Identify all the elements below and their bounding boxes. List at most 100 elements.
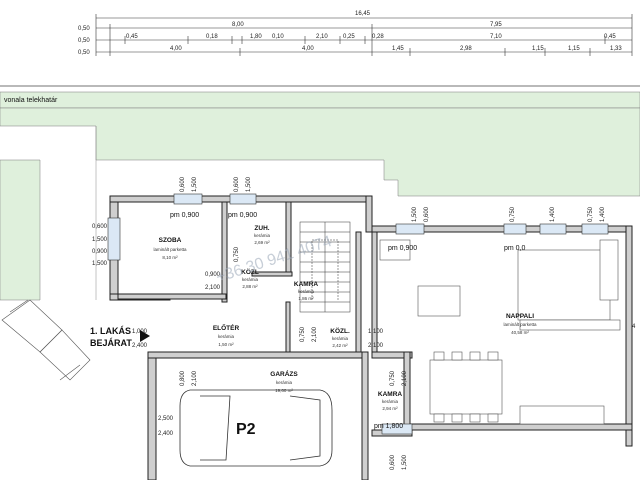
dim-r4-a: 0,50 [78,50,90,56]
w-szoba-a: 0,600 [180,176,186,192]
d-gar-a: 0,800 [180,370,186,386]
room-kozl1-area: 2,88 m² [242,284,258,289]
dimension-chains: 16,45 0,50 8,00 7,95 0,50 0,45 0,18 1,80… [78,11,633,56]
dim-r2-b: 8,00 [232,22,244,28]
dim-r4-g: 1,15 [568,46,580,52]
d-bottom-a: 0,600 [390,454,396,470]
d-kozl2-b: 2,100 [368,343,384,349]
d-gar-b: 2,100 [192,370,198,386]
w-zuh-b: 1,500 [246,176,252,192]
lawn-top [0,91,640,109]
dim-r3-b: 0,45 [126,34,138,40]
room-zuh-name: ZUH. [254,225,269,232]
lawn-main [0,107,640,197]
room-labels: SZOBA laminált parketta 8,10 m² ZUH. ker… [153,225,537,411]
w-zuh-a: 0,600 [234,176,240,192]
room-kozl1-floor: kerámia [242,277,259,282]
sill-labels: pm 0,900 pm 0,900 pm 0,900 pm 0,0 pm 1,8… [170,212,526,430]
boundary-label: vonala telekhatár [4,97,58,104]
outside-car [1,299,91,381]
dim-r3-j: 0,45 [604,34,616,40]
d-kozl2-a: 1,100 [368,329,384,335]
d-eloter-b: 2,400 [132,343,148,349]
dim-r4-c: 4,00 [302,46,314,52]
w-nap-c: 0,750 [510,206,516,222]
dim-r4-b: 4,00 [170,46,182,52]
dim-total: 16,45 [355,11,371,17]
room-nappali-floor: laminált parketta [503,322,537,327]
living-furniture [379,239,621,425]
room-nappali-area: 40,58 m² [511,330,529,335]
dim-r4-e: 2,98 [460,46,472,52]
entrance: 1. LAKÁS BEJÁRAT [90,326,150,348]
w-nap-e: 0,750 [588,206,594,222]
room-szoba-name: SZOBA [159,237,182,244]
room-szoba-floor: laminált parketta [153,247,187,252]
dim-r4-d: 1,45 [392,46,404,52]
room-kozl2-name: KÖZL. [330,326,350,335]
opening-labels: 0,600 1,500 0,600 1,500 1,500 0,600 0,75… [180,176,606,470]
dim-r3-e: 0,10 [272,34,284,40]
dim-r3-i: 7,10 [490,34,502,40]
w-nap-d: 1,400 [550,206,556,222]
entrance-label-2: BEJÁRAT [90,338,132,348]
w-left-a: 0,600 [92,224,108,230]
dim-r3-c: 0,18 [206,34,218,40]
d-kamra-b: 2,100 [402,370,408,386]
room-nappali-name: NAPPALI [506,313,534,320]
entrance-arrow-icon [140,330,150,342]
pm-zuh: pm 0,900 [228,212,257,219]
room-zuh-floor: kerámia [254,233,271,238]
w-nap-a: 1,500 [412,206,418,222]
dim-r3-d: 1,80 [250,34,262,40]
w-szoba-b: 1,500 [192,176,198,192]
dim-r2-a: 0,50 [78,26,90,32]
windows [107,193,609,435]
pm-nappali-2: pm 0,0 [504,245,526,252]
w-left-d: 1,500 [92,261,108,267]
site-area: vonala telekhatár [0,85,640,301]
room-szoba-area: 8,10 m² [162,255,178,260]
d-szoba-a: 0,900 [205,272,221,278]
inner-walls [117,201,378,353]
d-gar-d: 2,400 [158,431,174,437]
d-bottom-b: 1,500 [402,454,408,470]
parking-label: P2 [236,421,256,438]
w-left-c: 0,900 [92,249,108,255]
room-garazs-floor: kerámia [276,380,293,385]
w-left-b: 1,500 [92,237,108,243]
dim-r3-a: 0,50 [78,38,90,44]
room-eloter-floor: kerámia [218,334,235,339]
garage-car [179,389,333,467]
dim-r4-f: 1,15 [532,46,544,52]
lawn-left [0,159,41,301]
dim-r3-g: 0,25 [343,34,355,40]
room-kamra2-name: KAMRA [378,391,402,398]
room-garazs-area: 19,60 m² [275,388,293,393]
room-garazs-name: GARÁZS [270,369,298,378]
staircase [299,221,351,313]
room-eloter-name: ELŐTÉR [213,323,240,332]
room-eloter-area: 1,50 m² [218,342,234,347]
opening-labels-h: 0,600 1,500 0,900 1,500 0,900 2,100 1,00… [92,224,636,437]
dim-r3-h: 0,28 [372,34,384,40]
w-nap-f: 1,400 [600,206,606,222]
pm-szoba: pm 0,900 [170,212,199,219]
pm-nappali: pm 0,900 [388,245,417,252]
room-kamra2-area: 2,94 m² [382,406,398,411]
pm-kamra: pm 1,800 [374,423,403,430]
outer-walls [109,195,633,480]
d-zuh: 0,750 [234,246,240,262]
right-edge-dim: 4 [632,324,636,330]
entrance-label-1: 1. LAKÁS [90,326,131,336]
room-kozl1-name: KÖZL [241,267,259,276]
dim-r3-f: 2,10 [316,34,328,40]
room-kamra1-area: 1,86 m² [298,296,314,301]
dim-r4-h: 1,33 [610,46,622,52]
room-kamra1-name: KAMRA [294,281,318,288]
room-kozl2-floor: kerámia [332,336,349,341]
room-kozl2-area: 2,42 m² [332,343,348,348]
d-kozl-b: 2,100 [312,326,318,342]
room-kamra1-floor: kerámia [298,289,315,294]
